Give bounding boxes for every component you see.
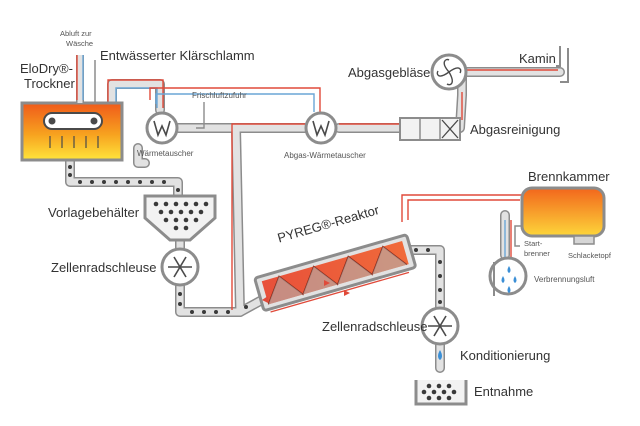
rotary-valve-1-label: Zellenradschleuse xyxy=(51,260,157,275)
storage-hopper xyxy=(143,194,217,242)
heat-exchanger-label: Wärmetauscher xyxy=(137,149,194,158)
dryer-label-line1: EloDry®- xyxy=(20,61,73,76)
pyreg-reactor xyxy=(253,233,417,313)
dryer-label-line2: Trockner xyxy=(24,76,75,91)
exhaust-heat-exchanger-symbol xyxy=(304,111,338,145)
fresh-air-label: Frischluftzufuhr xyxy=(192,91,247,100)
exhaust-heat-exchanger-label: Abgas-Wärmetauscher xyxy=(284,151,366,160)
heat-exchanger-symbol xyxy=(145,111,179,145)
exhaust-label-line1: Abluft zur xyxy=(60,29,92,38)
combustion-air-fan xyxy=(488,256,528,296)
rotary-valve-1-symbol xyxy=(160,247,200,287)
exhaust-cleaning-label: Abgasreinigung xyxy=(470,122,561,137)
dewatered-sludge-label: Entwässerter Klärschlamm xyxy=(100,48,255,63)
chimney-label: Kamin xyxy=(519,51,556,66)
start-burner-label-line2: brenner xyxy=(524,249,550,258)
rotary-valve-2-symbol xyxy=(420,306,460,346)
material-particles xyxy=(68,165,457,401)
combustion-chamber-label: Brennkammer xyxy=(528,169,610,184)
flow-arrows xyxy=(262,280,350,303)
water-drop-icon xyxy=(438,266,517,360)
combustion-chamber xyxy=(514,186,606,247)
exhaust-label-line2: Wäsche xyxy=(66,39,94,48)
storage-bin-label: Vorlagebehälter xyxy=(48,205,140,220)
chimney-symbol xyxy=(556,46,569,83)
exhaust-cleaning-unit xyxy=(399,117,461,141)
rotary-valve-2-label: Zellenradschleuse xyxy=(322,319,428,334)
slag-pot-label: Schlacketopf xyxy=(568,251,611,260)
start-burner-label-line1: Start- xyxy=(524,239,543,248)
dryer-unit xyxy=(20,101,124,162)
extraction-label: Entnahme xyxy=(474,384,534,399)
exhaust-fan-label: Abgasgebläse xyxy=(348,65,431,80)
conditioning-label: Konditionierung xyxy=(460,348,551,363)
flow-lines xyxy=(107,69,558,310)
exhaust-fan-symbol xyxy=(430,53,468,91)
exhaust-vent xyxy=(76,55,96,103)
combustion-air-label: Verbrennungsluft xyxy=(534,275,595,284)
